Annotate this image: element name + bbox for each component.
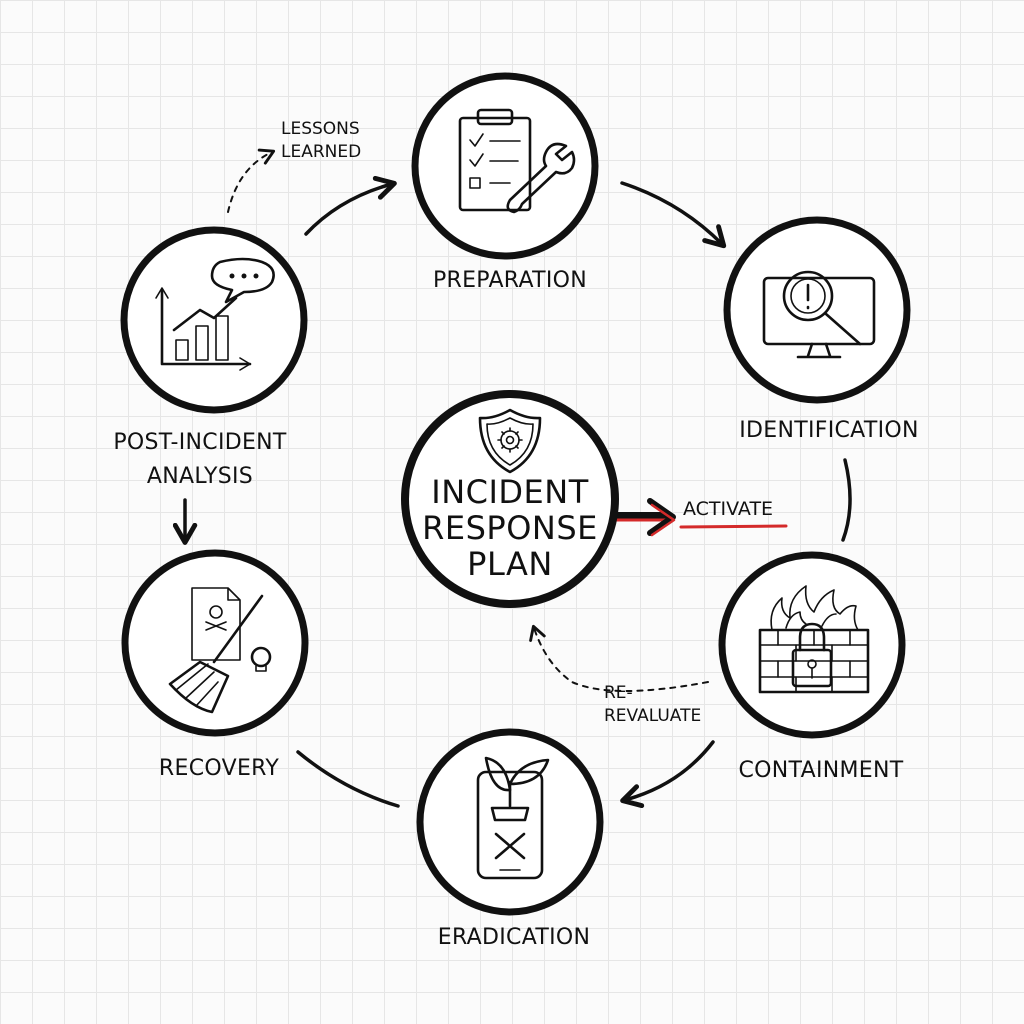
- recovery-label: RECOVERY: [158, 756, 280, 781]
- center-title: INCIDENT RESPONSE PLAN: [422, 473, 598, 583]
- arrow-post-to-preparation: [304, 175, 397, 236]
- activate-label: ACTIVATE: [683, 498, 774, 520]
- dashed-arrow-lessons-learned: [227, 148, 276, 213]
- checklist-wrench-icon: [458, 108, 576, 214]
- lessons-learned-note: LESSONS LEARNED: [281, 119, 362, 162]
- connector-identification-to-containment: [841, 458, 852, 542]
- post-incident-label: POST-INCIDENT ANALYSIS: [113, 430, 287, 489]
- center-node-ring: [401, 390, 619, 608]
- preparation-node-ring: [411, 72, 599, 260]
- arrow-containment-to-eradication: [620, 740, 715, 809]
- identification-label: IDENTIFICATION: [739, 418, 919, 443]
- broom-skull-icon: [168, 587, 272, 714]
- eradication-node-ring: [416, 728, 604, 916]
- reevaluate-note: RE- REVALUATE: [604, 683, 702, 726]
- chart-speech-icon: [155, 257, 275, 371]
- containment-label: CONTAINMENT: [738, 758, 904, 783]
- monitor-magnifier-icon: [762, 270, 876, 359]
- shield-gear-icon: [478, 408, 542, 474]
- activate-underline: [679, 524, 788, 529]
- firewall-lock-icon: [758, 585, 870, 694]
- preparation-label: PREPARATION: [432, 268, 588, 293]
- tablet-sprout-icon: [476, 756, 550, 880]
- post-incident-node-ring: [120, 226, 308, 414]
- connector-eradication-to-recovery: [296, 750, 400, 808]
- dashed-arrow-reevaluate-loop: [529, 624, 709, 692]
- eradication-label: ERADICATION: [437, 925, 591, 950]
- arrow-preparation-to-identification: [620, 181, 727, 249]
